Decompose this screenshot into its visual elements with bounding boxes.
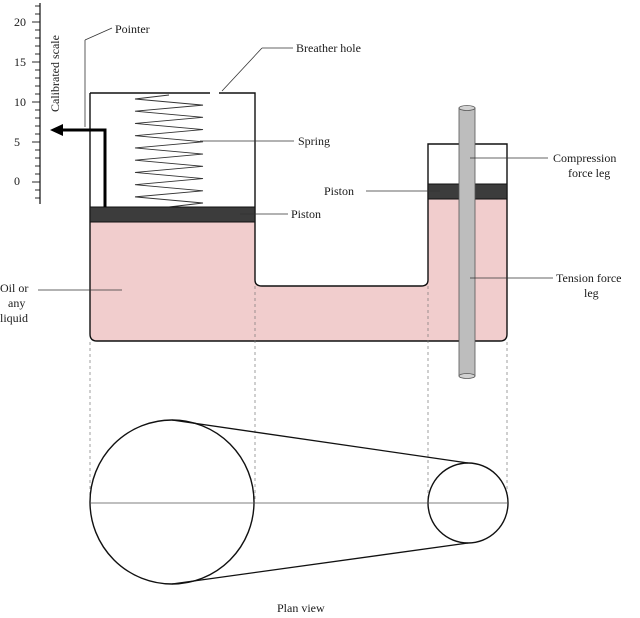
- breather-hole-leader: [221, 47, 263, 92]
- tension-label: Tension force: [556, 271, 621, 285]
- scale-tick-label: 5: [14, 135, 20, 149]
- liquid-label: any: [8, 296, 25, 310]
- rod-bottom-end: [458, 373, 476, 379]
- left-piston: [89, 206, 256, 223]
- liquid-fill: [90, 199, 507, 341]
- left-cylinder-outline: [89, 92, 508, 342]
- plan-tangent-top: [171, 419, 469, 464]
- pointer-leader: [84, 27, 113, 41]
- scale-tick-label: 0: [14, 174, 20, 188]
- compression-label: Compression: [553, 151, 616, 165]
- force-rod: [458, 107, 476, 377]
- spring: [134, 94, 204, 208]
- scale-title: Calibrated scale: [48, 35, 62, 112]
- spring-label: Spring: [298, 134, 330, 148]
- pointer-arrowhead: [50, 124, 63, 136]
- compression-label: force leg: [568, 166, 610, 180]
- breather-hole-label: Breather hole: [296, 41, 361, 55]
- right-piston-label: Piston: [324, 184, 354, 198]
- rod-top-end: [458, 105, 476, 111]
- tension-label: leg: [584, 286, 599, 300]
- scale-tick-label: 20: [14, 15, 26, 29]
- pointer-arm: [62, 128, 107, 207]
- liquid-label: Oil or: [0, 281, 28, 295]
- pointer-label: Pointer: [115, 22, 150, 36]
- scale-minor-ticks: [32, 5, 40, 199]
- scale-tick-label: 15: [14, 55, 26, 69]
- plan-tangent-bottom: [171, 542, 469, 585]
- plan-large-circle: [89, 419, 255, 585]
- plan-view-caption: Plan view: [277, 601, 325, 615]
- liquid-label: liquid: [0, 311, 28, 325]
- scale-tick-label: 10: [14, 95, 26, 109]
- left-piston-label: Piston: [291, 207, 321, 221]
